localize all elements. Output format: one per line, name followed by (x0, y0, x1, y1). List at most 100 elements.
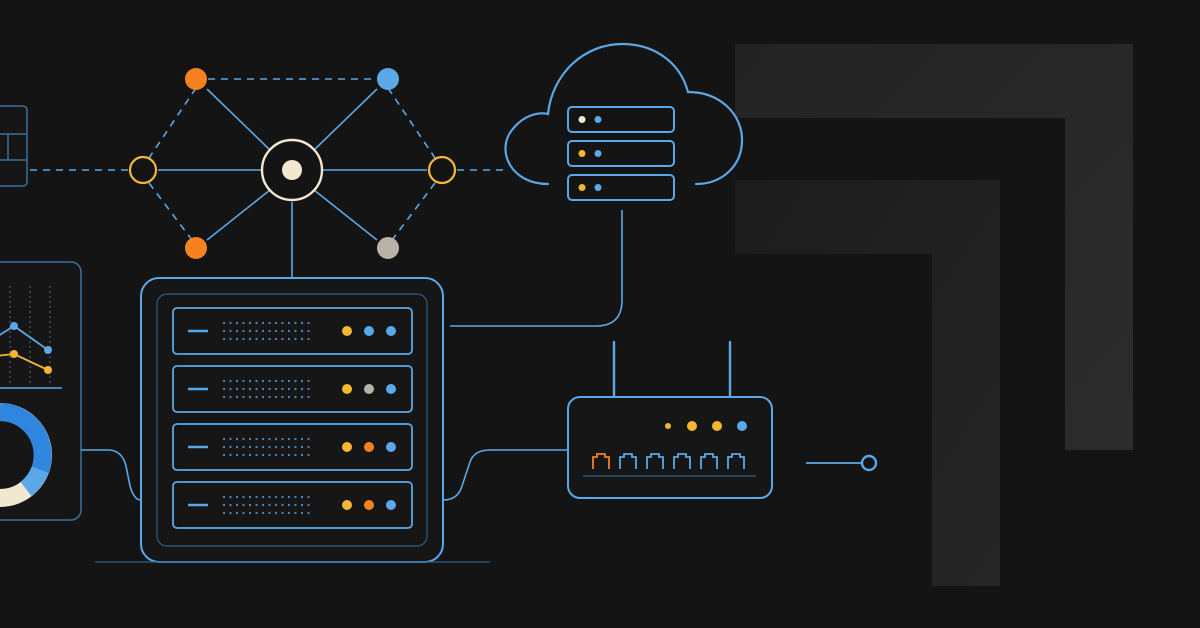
rack-server-unit (172, 481, 413, 529)
ethernet-port-icon (646, 453, 664, 469)
ethernet-port-icon (592, 453, 610, 469)
vent-dot (222, 379, 226, 383)
vent-dot (307, 329, 310, 333)
vent-dot (274, 321, 278, 325)
vent-dot (268, 453, 271, 457)
vent-dot (222, 495, 226, 499)
vent-dot (242, 387, 245, 391)
vent-dot (287, 495, 291, 499)
status-led (386, 500, 396, 510)
vent-dot (294, 495, 297, 499)
vent-dot (294, 445, 297, 449)
cloud-to-rack-link (450, 210, 623, 327)
vent-dot (222, 453, 226, 457)
vent-dot (300, 445, 304, 449)
vent-dot (300, 329, 304, 333)
vent-dot (294, 337, 297, 341)
vent-dot (255, 387, 258, 391)
vent-dot (242, 495, 245, 499)
vent-dot (229, 511, 232, 515)
vent-dot (261, 387, 265, 391)
status-led (364, 442, 374, 452)
vent-dot (235, 337, 239, 341)
vent-dot (248, 395, 252, 399)
vent-dot (229, 337, 232, 341)
vent-dot (255, 321, 258, 325)
status-led (364, 326, 374, 336)
vent-dot (268, 387, 271, 391)
vent-dot (274, 503, 278, 507)
vent-dot (294, 321, 297, 325)
vent-dot (248, 387, 252, 391)
vent-dot (274, 337, 278, 341)
node-gray-bottom (377, 237, 399, 259)
vent-dot (274, 437, 278, 441)
vent-dot (229, 437, 232, 441)
vent-dot (222, 387, 226, 391)
vent-dot (235, 329, 239, 333)
rack-server-unit (172, 365, 413, 413)
vent-dot (287, 503, 291, 507)
vent-dot (307, 511, 310, 515)
chart-point (10, 350, 18, 358)
vent-dot (222, 445, 226, 449)
vent-dot (300, 337, 304, 341)
vent-dot (229, 445, 232, 449)
vent-dot (281, 321, 284, 325)
cloud-server-stack (567, 106, 675, 201)
vent-dot (268, 445, 271, 449)
vent-dot (235, 321, 239, 325)
vent-dot (261, 445, 265, 449)
chart-point (10, 322, 18, 330)
status-led (386, 326, 396, 336)
vent-dot (281, 511, 284, 515)
vent-dot (307, 321, 310, 325)
vent-dot (287, 321, 291, 325)
vent-dot (222, 503, 226, 507)
vent-dot (274, 495, 278, 499)
vent-dot (281, 395, 284, 399)
cloud-server-icon (450, 42, 744, 327)
vent-dot (287, 445, 291, 449)
router-led (737, 421, 747, 431)
vent-dot (229, 321, 232, 325)
router-led (665, 423, 671, 429)
node-orange-bottom (185, 237, 207, 259)
cloud-server-unit (567, 174, 675, 201)
dashboard-to-rack-link (81, 449, 142, 501)
vent-dot (294, 511, 297, 515)
rack-server-unit (172, 423, 413, 471)
vent-dot (287, 337, 291, 341)
status-led (386, 442, 396, 452)
rack-server-unit (172, 307, 413, 355)
vent-dot (300, 437, 304, 441)
vent-dot (287, 387, 291, 391)
vent-dot (229, 503, 232, 507)
vent-dot (255, 453, 258, 457)
vent-dot (255, 503, 258, 507)
vent-dot (274, 329, 278, 333)
vent-dot (268, 329, 271, 333)
rack-inner-frame (156, 293, 428, 547)
vent-dot (281, 337, 284, 341)
vent-dot (222, 437, 226, 441)
uplink-endpoint-icon (860, 454, 878, 472)
vent-dot (300, 495, 304, 499)
vent-dot (235, 387, 239, 391)
vent-dot (294, 329, 297, 333)
vent-dot (255, 445, 258, 449)
vent-dot (294, 503, 297, 507)
vent-dot (242, 445, 245, 449)
vent-dot (242, 379, 245, 383)
vent-dot (235, 437, 239, 441)
topology-solid-links (158, 88, 427, 278)
vent-dot (307, 453, 310, 457)
vent-dot (255, 337, 258, 341)
router-led (687, 421, 697, 431)
vent-dot (307, 337, 310, 341)
vent-dot (248, 503, 252, 507)
vent-dot (248, 437, 252, 441)
router-body (567, 396, 773, 499)
